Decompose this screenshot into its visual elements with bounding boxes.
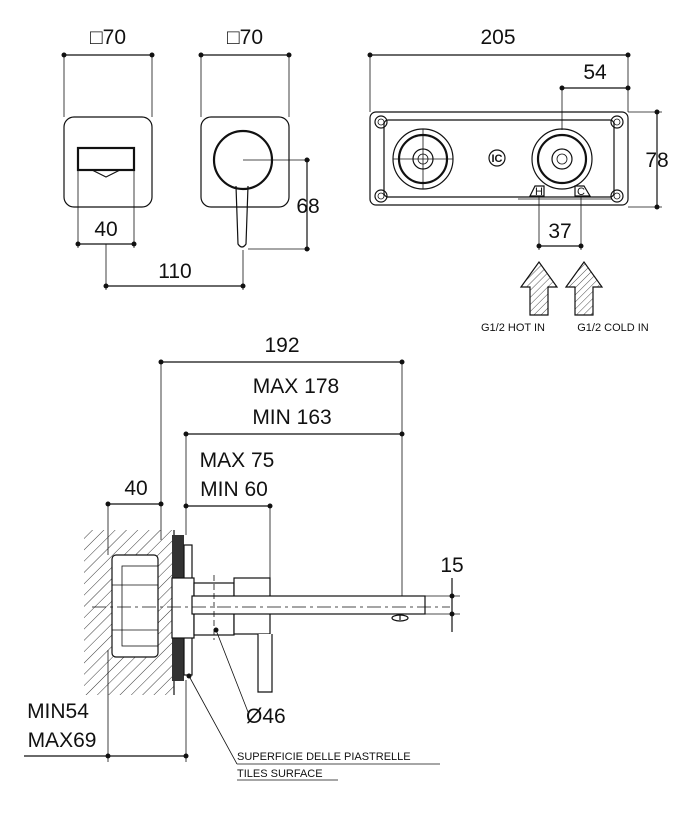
tiles-it-label: SUPERFICIE DELLE PIASTRELLE: [237, 751, 411, 763]
depth-max-label: MAX69: [28, 729, 97, 752]
hot-in-label: G1/2 HOT IN: [481, 322, 545, 334]
plate-width-right-label: □70: [227, 26, 263, 49]
svg-text:IC: IC: [492, 153, 503, 165]
concealed-box-view: IC H C 205 54 78: [367, 26, 669, 250]
wall-depth-label: 40: [124, 477, 147, 500]
lever-plate-front-view: □70 40: [61, 26, 155, 248]
spout-length-dimension: MAX 178 MIN 163: [183, 375, 405, 535]
handle-depth-dimension: MAX 75 MIN 60: [183, 449, 275, 578]
tiles-surface-callout: SUPERFICIE DELLE PIASTRELLE TILES SURFAC…: [186, 673, 440, 781]
box-offset-label: 54: [583, 61, 607, 84]
depth-min-label: MIN54: [27, 700, 89, 723]
spout-height-dimension: 15: [425, 554, 464, 632]
centers-distance-label: 110: [158, 260, 191, 283]
handle-max-label: MAX 75: [200, 449, 275, 472]
wall-depth-dimension: 40: [105, 477, 164, 555]
inlet-spacing-label: 37: [548, 220, 571, 243]
cold-marker: C: [577, 186, 585, 198]
hot-marker: H: [535, 186, 543, 198]
centers-distance-dimension: 110: [103, 244, 246, 290]
spout-height-label: 15: [440, 554, 463, 577]
hot-inlet-arrow: G1/2 HOT IN: [481, 260, 559, 334]
box-height-label: 78: [645, 149, 668, 172]
handle-min-label: MIN 60: [200, 478, 268, 501]
total-length-label: 192: [264, 334, 299, 357]
lever-width-label: 40: [94, 218, 117, 241]
total-length-dimension: 192: [158, 334, 405, 596]
diameter-callout: Ø46: [213, 627, 286, 728]
plate-width-left-label: □70: [90, 26, 126, 49]
spout-plate-front-view: □70 68: [198, 26, 320, 252]
side-section-view: [84, 530, 450, 695]
handle-height-label: 68: [296, 195, 319, 218]
install-depth-dimension: MIN54 MAX69: [24, 650, 189, 762]
spout-max-label: MAX 178: [253, 375, 339, 398]
box-width-label: 205: [480, 26, 515, 49]
spout-min-label: MIN 163: [252, 406, 331, 429]
diameter-label: Ø46: [246, 705, 286, 728]
cold-inlet-arrow: G1/2 COLD IN: [564, 260, 649, 334]
tiles-en-label: TILES SURFACE: [237, 768, 323, 780]
cold-in-label: G1/2 COLD IN: [577, 322, 649, 334]
